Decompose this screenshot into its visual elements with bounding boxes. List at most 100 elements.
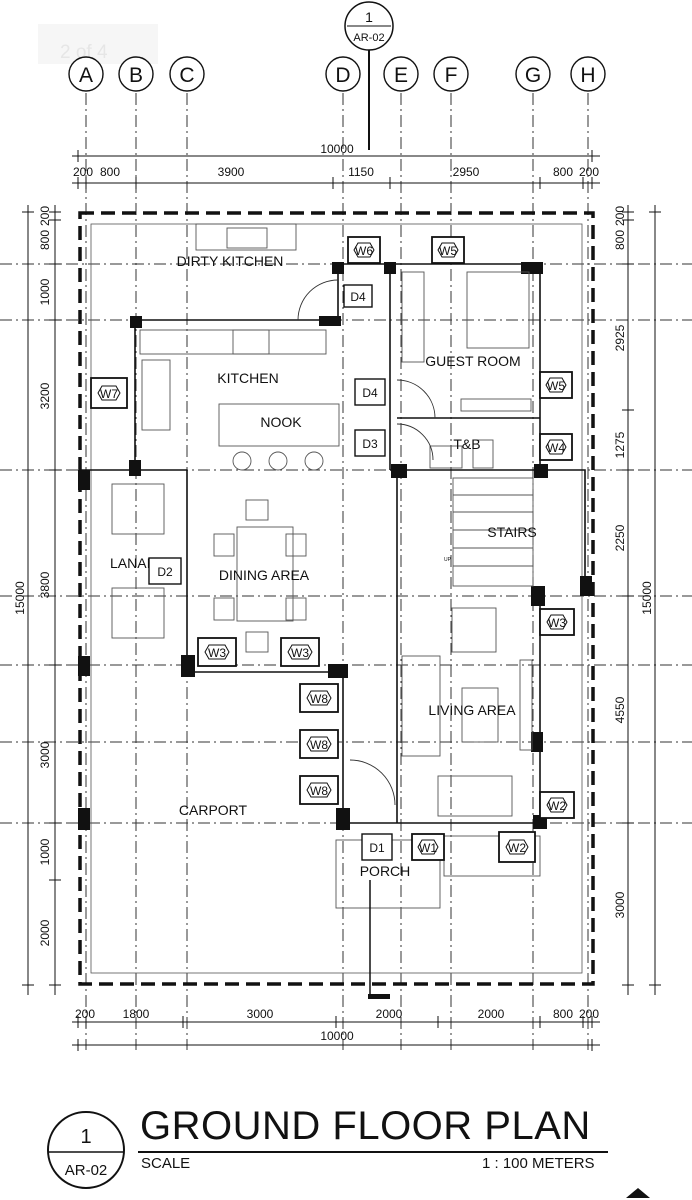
room-carport-label: CARPORT <box>179 802 248 818</box>
top-dimension-lines <box>72 150 600 189</box>
svg-text:W8: W8 <box>310 738 328 752</box>
right-dim-4: 1275 <box>613 431 627 458</box>
right-dim-3: 2925 <box>613 324 627 351</box>
left-dim-4: 3200 <box>38 382 52 409</box>
bottom-dim-4: 2000 <box>376 1007 403 1021</box>
furniture <box>111 223 541 909</box>
lanai-chair-top <box>111 483 165 535</box>
svg-text:W8: W8 <box>310 692 328 706</box>
dirty-kitchen-sink <box>226 227 268 249</box>
left-dim-1: 200 <box>38 206 52 226</box>
right-dimension-lines <box>622 205 661 995</box>
left-dim-3: 1000 <box>38 278 52 305</box>
room-tb-label: T&B <box>453 436 480 452</box>
room-stairs-label: STAIRS <box>487 524 537 540</box>
toilet-fixture <box>472 439 494 469</box>
svg-text:E: E <box>394 64 408 87</box>
living-console <box>519 659 533 751</box>
tag-w8-b: W8 <box>299 729 339 759</box>
tag-d4-top: D4 <box>343 284 373 308</box>
top-dim-2: 800 <box>100 165 120 179</box>
svg-text:W2: W2 <box>548 799 566 813</box>
room-nook-label: NOOK <box>260 414 302 430</box>
stair-flight <box>452 477 534 587</box>
room-labels: DIRTY KITCHEN KITCHEN NOOK GUEST ROOM T&… <box>110 253 537 879</box>
svg-text:W8: W8 <box>310 784 328 798</box>
grid-bubble-c: C <box>169 56 205 92</box>
title-bubble: 1 AR-02 <box>47 1111 125 1189</box>
grid-bubble-a: A <box>68 56 104 92</box>
dirty-kitchen-counter <box>195 223 297 251</box>
top-dim-6: 800 <box>553 165 573 179</box>
svg-text:W3: W3 <box>291 646 309 660</box>
tag-w1: W1 <box>411 833 445 861</box>
tag-d3: D3 <box>354 429 386 457</box>
svg-text:D1: D1 <box>369 841 385 855</box>
svg-text:D2: D2 <box>157 565 173 579</box>
opening-tags: W6 W5 D4 W7 D4 W5 D3 W4 D2 W3 W3 W3 W8 W… <box>90 236 575 863</box>
grid-lines <box>0 93 692 1050</box>
right-dim-1: 200 <box>613 206 627 226</box>
top-dim-4: 1150 <box>348 165 374 179</box>
room-dirty-kitchen-label: DIRTY KITCHEN <box>177 253 284 269</box>
grid-bubble-e: E <box>383 56 419 92</box>
room-lanai-label: LANAI <box>110 555 150 571</box>
bottom-dim-7: 200 <box>579 1007 599 1021</box>
lanai-chair-bottom <box>111 587 165 639</box>
guest-wardrobe <box>401 271 425 363</box>
left-dimension-lines <box>22 205 61 995</box>
bottom-dimension-lines <box>72 1016 600 1051</box>
top-overall-dimension: 10000 <box>320 142 354 156</box>
living-loveseat <box>437 775 513 817</box>
svg-text:W6: W6 <box>355 244 373 258</box>
bottom-dim-3: 3000 <box>247 1007 274 1021</box>
living-armchair <box>451 607 497 653</box>
left-dim-8: 2000 <box>38 919 52 946</box>
title-bubble-number: 1 <box>80 1126 91 1148</box>
property-setback-line <box>90 223 583 974</box>
north-arrow-icon <box>626 1188 650 1198</box>
property-gate <box>368 994 390 999</box>
room-dining-area-label: DINING AREA <box>219 567 310 583</box>
right-dim-5: 2250 <box>613 524 627 551</box>
svg-text:C: C <box>179 64 194 87</box>
room-kitchen-label: KITCHEN <box>217 370 278 386</box>
svg-text:W4: W4 <box>547 441 565 455</box>
title-bubble-sheet: AR-02 <box>65 1162 108 1179</box>
nook-island <box>218 403 340 447</box>
title-underline <box>138 1151 608 1153</box>
top-dim-7: 200 <box>579 165 599 179</box>
top-dim-5: 2950 <box>453 165 480 179</box>
guest-bed <box>466 271 530 349</box>
left-dim-7: 1000 <box>38 838 52 865</box>
grid-bubble-d: D <box>325 56 361 92</box>
room-porch-label: PORCH <box>360 863 411 879</box>
svg-text:B: B <box>129 64 143 87</box>
grid-bubble-g: G <box>515 56 551 92</box>
tag-w5-top: W5 <box>431 236 465 264</box>
right-dim-2: 800 <box>613 230 627 250</box>
svg-text:F: F <box>445 64 458 87</box>
bottom-dim-1: 200 <box>75 1007 95 1021</box>
right-overall-dimension: 15000 <box>640 581 654 615</box>
room-living-area-label: LIVING AREA <box>428 702 516 718</box>
grid-bubbles: A B C D E F G H <box>68 56 606 92</box>
tag-w8-c: W8 <box>299 775 339 805</box>
guest-desk <box>460 398 532 412</box>
tag-w2-bottom: W2 <box>498 831 536 863</box>
svg-text:W5: W5 <box>439 244 457 258</box>
grid-bubble-b: B <box>118 56 154 92</box>
svg-text:A: A <box>79 64 93 87</box>
kitchen-sink-counter <box>141 359 171 431</box>
svg-text:D3: D3 <box>362 437 378 451</box>
bottom-dim-5: 2000 <box>478 1007 505 1021</box>
left-dim-2: 800 <box>38 230 52 250</box>
tag-d4-mid: D4 <box>354 378 386 406</box>
grid-bubble-f: F <box>433 56 469 92</box>
svg-text:W2: W2 <box>508 841 526 855</box>
right-dim-6: 4550 <box>613 696 627 723</box>
section-marker-number: 1 <box>365 9 373 25</box>
drawing-title: GROUND FLOOR PLAN <box>140 1104 591 1148</box>
right-dim-7: 3000 <box>613 891 627 918</box>
